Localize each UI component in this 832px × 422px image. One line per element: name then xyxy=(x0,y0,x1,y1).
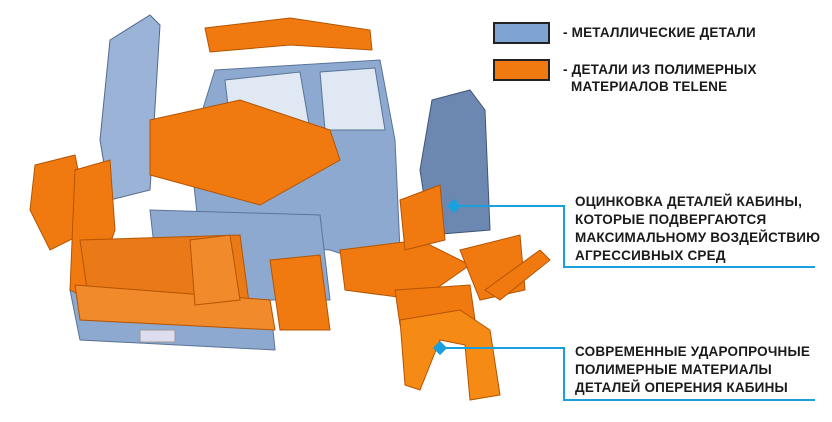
callout-line-zinc xyxy=(454,205,815,268)
callout-line: ПОЛИМЕРНЫЕ МАТЕРИАЛЫ xyxy=(575,362,772,377)
callout-line: МАКСИМАЛЬНОМУ ВОЗДЕЙСТВИЮ xyxy=(575,230,821,245)
legend-label-polymer-line: МАТЕРИАЛОВ TELENE xyxy=(571,79,728,94)
left-door-metal xyxy=(99,14,161,201)
legend-swatch-metal xyxy=(493,22,550,44)
callout-line: КОТОРЫЕ ПОДВЕРГАЮТСЯ xyxy=(575,212,767,227)
polymer-parts xyxy=(29,17,551,401)
legend-label-metal: - МЕТАЛЛИЧЕСКИЕ ДЕТАЛИ xyxy=(563,25,756,40)
callout-text-polymer: СОВРЕМЕННЫЕ УДАРОПРОЧНЫЕ ПОЛИМЕРНЫЕ МАТЕ… xyxy=(575,343,810,397)
callout-line: СОВРЕМЕННЫЕ УДАРОПРОЧНЫЕ xyxy=(575,344,811,359)
legend-swatch-polymer xyxy=(493,59,550,81)
callout-line: АГРЕССИВНЫХ СРЕД xyxy=(575,248,726,263)
legend-label-polymer-line: - ДЕТАЛИ ИЗ ПОЛИМЕРНЫХ xyxy=(563,62,757,77)
callout-marker-polymer xyxy=(432,340,448,356)
legend-label-polymer: - ДЕТАЛИ ИЗ ПОЛИМЕРНЫХ МАТЕРИАЛОВ TELENE xyxy=(563,61,757,95)
callout-text-zinc: ОЦИНКОВКА ДЕТАЛЕЙ КАБИНЫ, КОТОРЫЕ ПОДВЕР… xyxy=(575,193,820,265)
callout-line-polymer xyxy=(440,347,815,401)
callout-line: ОЦИНКОВКА ДЕТАЛЕЙ КАБИНЫ, xyxy=(575,194,803,209)
callout-marker-zinc xyxy=(446,198,462,214)
callout-line: ДЕТАЛЕЙ ОПЕРЕНИЯ КАБИНЫ xyxy=(575,380,788,395)
